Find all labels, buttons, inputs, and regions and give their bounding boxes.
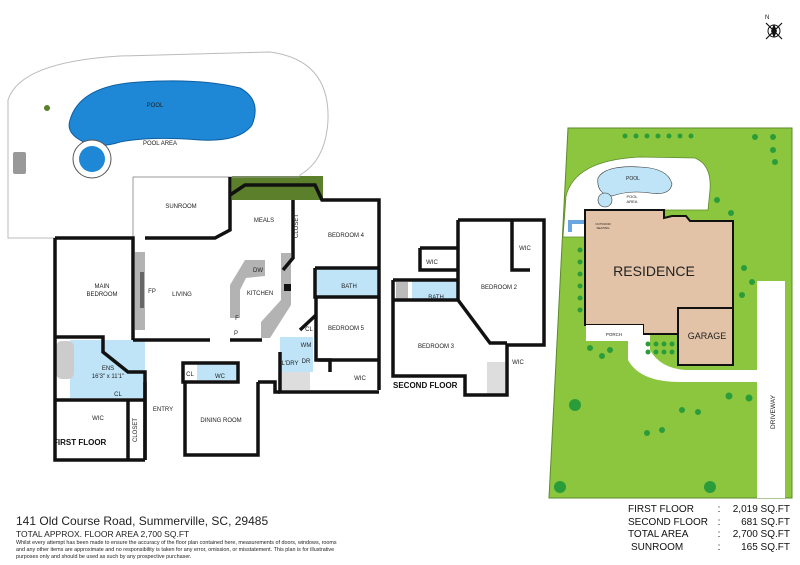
kitchen-counter (230, 260, 265, 318)
room-label-laundry: L'DRY (281, 361, 298, 367)
outdoor-seating (568, 220, 585, 232)
pool-label: POOL (147, 103, 164, 109)
total-floor-area: TOTAL APPROX. FLOOR AREA 2,700 SQ.FT (16, 529, 190, 539)
area-summary-table: FIRST FLOOR:2,019 SQ.FT SECOND FLOOR:681… (628, 504, 790, 554)
site-hot-tub (597, 192, 613, 208)
room-label-kitchen: KITCHEN (247, 291, 273, 297)
room-label-sunroom: SUNROOM (165, 204, 196, 210)
area-separator: : (717, 516, 721, 528)
shrubs (554, 133, 778, 493)
room-label-bedroom-4: BEDROOM 4 (328, 233, 365, 239)
garage (677, 307, 734, 366)
bathtub-ens (56, 341, 74, 379)
pool (68, 80, 256, 146)
label-washer: WM (301, 343, 312, 349)
room-label-living: LIVING (172, 292, 192, 298)
area-value: 2,700 SQ.FT (732, 529, 790, 540)
area-separator: : (717, 541, 721, 553)
site-pool-area-label: POOL (626, 194, 638, 199)
area-value: 165 SQ.FT (741, 541, 790, 553)
area-label: TOTAL AREA (628, 529, 689, 540)
second-floor-title: SECOND FLOOR (393, 381, 458, 390)
room-label-wic-main: WIC (92, 416, 104, 422)
area-row: SUNROOM: 165 SQ.FT (628, 542, 790, 555)
room-label-closet-entry: CLOSET (133, 418, 139, 442)
pool-area-label: POOL AREA (143, 141, 177, 147)
room-label-bath-2: BATH (428, 295, 444, 301)
grill (13, 152, 26, 174)
laundry-floor (280, 337, 313, 372)
room-label-dining: DINING ROOM (200, 418, 241, 424)
room-label-bedroom-5: BEDROOM 5 (328, 326, 365, 332)
area-label: FIRST FLOOR (628, 504, 694, 515)
area-label: SUNROOM (631, 541, 684, 553)
area-separator: : (717, 529, 721, 540)
room-label-ensuite: ENS (102, 366, 114, 372)
room-label-main-bedroom: MAIN (95, 284, 110, 290)
room-label-main-bedroom-2: BEDROOM (86, 292, 117, 298)
site-pool-area-label-2: AREA (627, 199, 638, 204)
area-row: TOTAL AREA:2,700 SQ.FT (628, 529, 790, 542)
porch-label: PORCH (606, 332, 622, 337)
room-label-wic-2c: WIC (512, 360, 524, 366)
room-dimensions-ensuite: 16'3" x 11'1" (92, 374, 124, 380)
room-label-bedroom-3: BEDROOM 3 (418, 344, 455, 350)
room-label-fp: FP (148, 289, 156, 295)
kitchen-island (261, 253, 291, 338)
room-label-bath: BATH (341, 284, 357, 290)
planter (232, 176, 323, 200)
wc-floor (197, 363, 238, 380)
area-value: 2,019 SQ.FT (732, 504, 790, 515)
room-label-meals: MEALS (254, 218, 274, 224)
area-separator: : (717, 504, 721, 515)
plant (44, 105, 50, 111)
ensuite-floor (70, 340, 145, 398)
property-address: 141 Old Course Road, Summerville, SC, 29… (16, 514, 269, 528)
stairs (278, 372, 310, 390)
outdoor-seating-label: OUTDOOR (595, 222, 611, 226)
label-dw: DW (253, 268, 263, 274)
stove (284, 284, 291, 291)
room-label-cl-wc: CL (186, 372, 194, 378)
second-floor-walls (391, 218, 546, 397)
area-row: SECOND FLOOR: 681 SQ.FT (628, 517, 790, 530)
compass-icon: N (765, 15, 783, 40)
room-label-wc: WC (215, 374, 226, 380)
stairs-2 (487, 362, 505, 395)
label-dryer: DR (302, 359, 311, 365)
bathtub-2 (396, 282, 408, 300)
residence-label: RESIDENCE (613, 263, 695, 279)
first-floor-title: FIRST FLOOR (53, 438, 107, 447)
first-floor-walls (53, 176, 381, 462)
driveway (757, 281, 785, 498)
room-label-cl-ens: CL (114, 392, 122, 398)
driveway-label: DRIVEWAY (770, 394, 777, 429)
bath-2-floor (412, 280, 458, 300)
room-label-wic-2a: WIC (519, 246, 531, 252)
fireplace-hearth (140, 272, 144, 308)
area-value: 681 SQ.FT (741, 516, 790, 528)
site-pool-label: POOL (626, 176, 640, 182)
bath-floor (316, 268, 378, 297)
walkway (628, 330, 757, 382)
area-row: FIRST FLOOR:2,019 SQ.FT (628, 504, 790, 517)
outdoor-seating-label-2: SEATING (597, 226, 611, 230)
room-label-wic-2b: WIC (426, 260, 438, 266)
area-label: SECOND FLOOR (628, 516, 709, 528)
footer: 141 Old Course Road, Summerville, SC, 29… (16, 514, 346, 561)
disclaimer: Whilst every attempt has been made to en… (16, 540, 337, 560)
room-label-cl: CL (305, 327, 313, 333)
room-label-entry: ENTRY (153, 407, 173, 413)
compass-north-label: N (765, 15, 769, 21)
label-fridge: F (235, 316, 239, 322)
garage-label: GARAGE (688, 331, 727, 341)
hot-tub-water (79, 146, 105, 172)
label-pantry: P (234, 331, 238, 337)
room-label-wic: WIC (354, 376, 366, 382)
porch (586, 325, 643, 341)
room-label-closet: CLOSET (294, 214, 300, 238)
room-label-bedroom-2: BEDROOM 2 (481, 285, 518, 291)
